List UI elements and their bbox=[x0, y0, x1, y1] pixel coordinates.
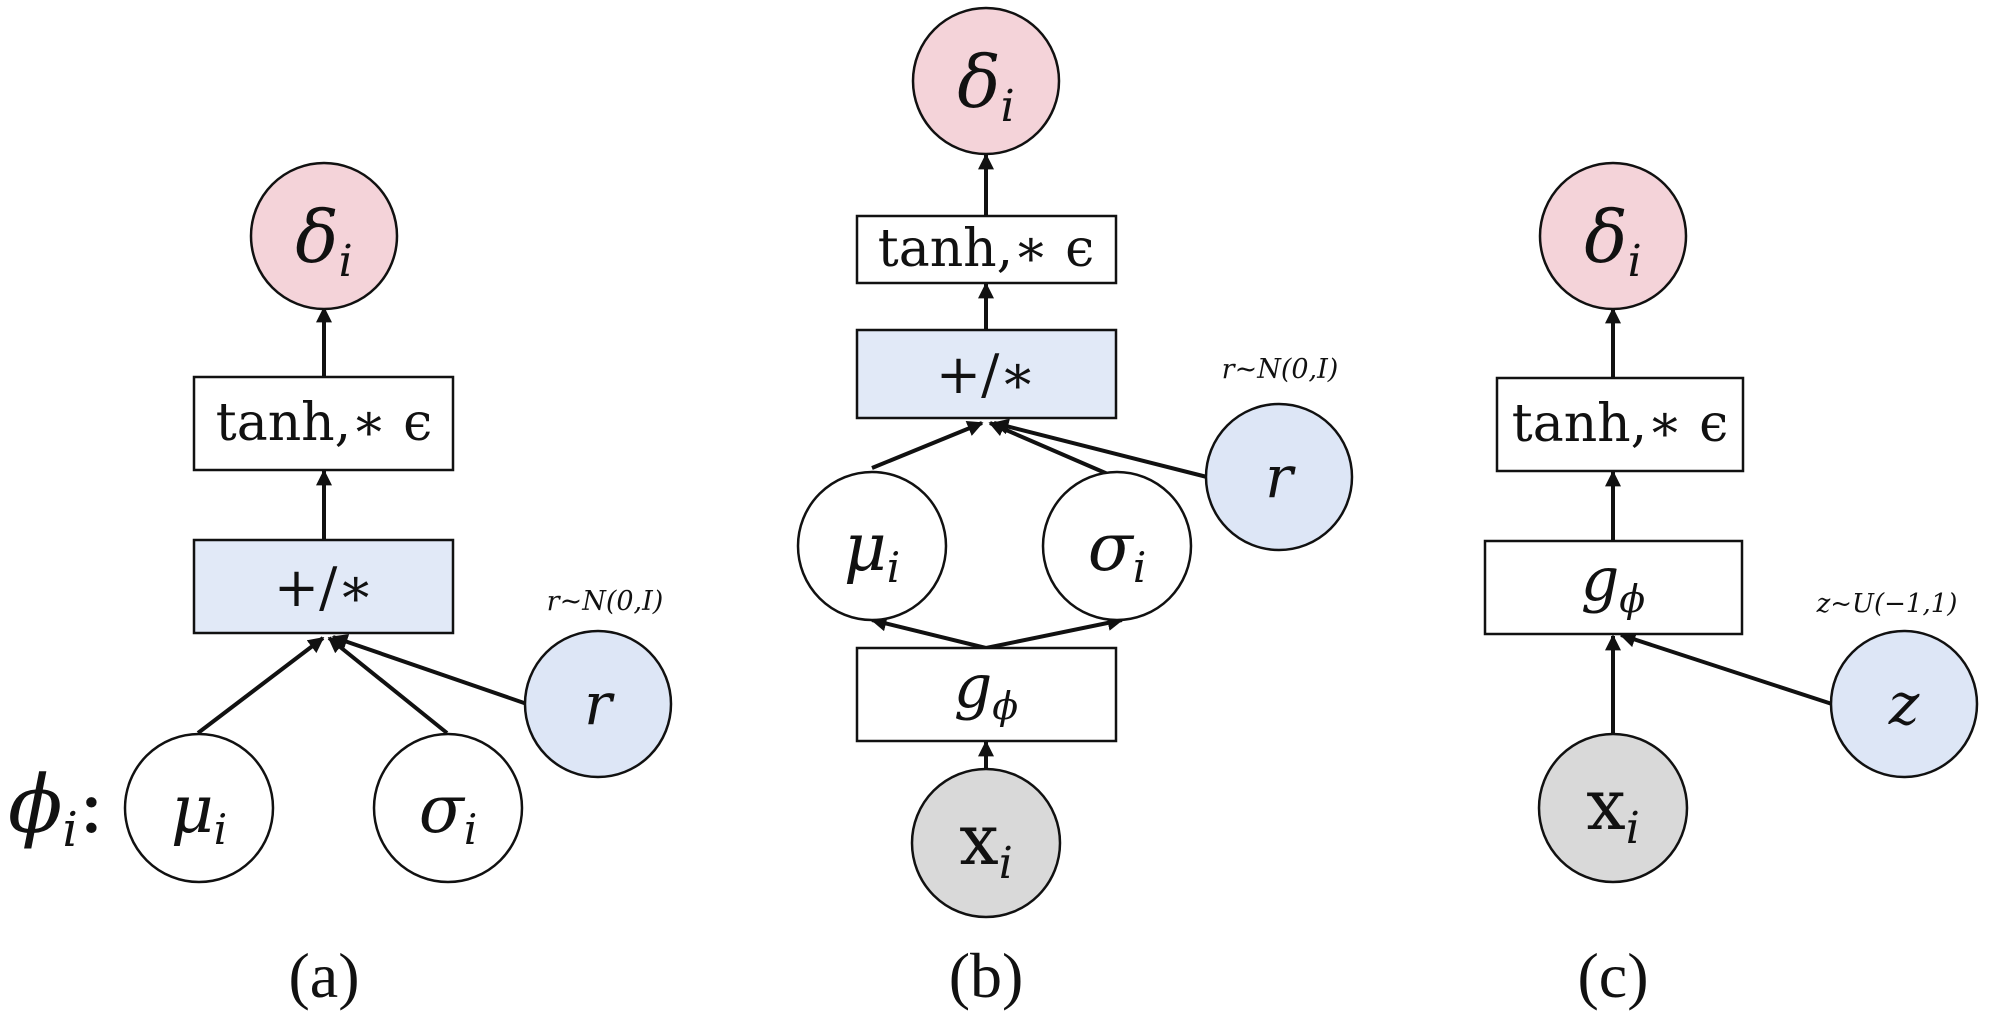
edge-g-to-sigma bbox=[985, 615, 1124, 650]
output-label-c: δi bbox=[1584, 195, 1641, 287]
tanh-box-b bbox=[855, 214, 1118, 285]
input-node-b bbox=[910, 767, 1062, 919]
combine-label-b: +/∗ bbox=[936, 343, 1036, 406]
g-box-c bbox=[1483, 539, 1744, 636]
tanh-box-a bbox=[192, 375, 455, 472]
output-label-a: δi bbox=[295, 195, 352, 287]
output-node-a bbox=[249, 161, 399, 311]
params-label-a: ϕi: bbox=[8, 758, 105, 858]
panel-c: δi tanh,∗ ϵ gϕ z~U(−1,1) z xi (c) bbox=[1483, 161, 1979, 1011]
input-node-c bbox=[1537, 732, 1689, 884]
edge-noise-to-g-c bbox=[1619, 631, 1833, 706]
noise-symbol-b: r bbox=[1265, 443, 1296, 511]
mu-label-a: μi bbox=[171, 771, 227, 854]
g-label-b: gϕ bbox=[954, 652, 1018, 728]
noise-label-a: r~N(0,I) bbox=[547, 586, 664, 617]
g-label-c: gϕ bbox=[1581, 545, 1645, 621]
combine-label-a: +/∗ bbox=[274, 556, 374, 619]
mu-node-a bbox=[123, 732, 275, 884]
mu-node-b bbox=[796, 470, 948, 622]
tanh-label-a: tanh,∗ ϵ bbox=[216, 393, 432, 453]
combine-box-b bbox=[855, 328, 1118, 420]
edge-mu-to-combine-b bbox=[871, 421, 984, 470]
sigma-label-a: σi bbox=[419, 771, 478, 854]
output-node-c bbox=[1538, 161, 1688, 311]
edge-noise-to-combine-b bbox=[992, 418, 1208, 479]
sigma-node-b bbox=[1041, 470, 1193, 622]
edge-g-to-mu bbox=[870, 615, 987, 650]
sigma-node-a bbox=[372, 732, 524, 884]
noise-node-b bbox=[1204, 402, 1354, 552]
input-label-c: xi bbox=[1586, 764, 1640, 854]
caption-a: (a) bbox=[288, 940, 359, 1011]
edge-sigma-to-combine-b bbox=[988, 421, 1118, 480]
output-node-b bbox=[911, 6, 1061, 156]
tanh-label-b: tanh,∗ ϵ bbox=[878, 219, 1094, 279]
tanh-label-c: tanh,∗ ϵ bbox=[1512, 394, 1728, 454]
edge-sigma-to-combine bbox=[327, 636, 449, 735]
noise-node-a bbox=[523, 629, 673, 779]
panel-a: δi tanh,∗ ϵ +/∗ r~N(0,I) r ϕi: μi σi (a) bbox=[8, 161, 673, 1011]
caption-b: (b) bbox=[949, 940, 1024, 1011]
caption-c: (c) bbox=[1577, 940, 1648, 1011]
tanh-box-c bbox=[1495, 376, 1745, 473]
edge-mu-to-combine bbox=[196, 636, 325, 735]
noise-symbol-a: r bbox=[584, 670, 615, 738]
noise-label-c: z~U(−1,1) bbox=[1816, 589, 1958, 619]
mu-label-b: μi bbox=[844, 509, 900, 592]
combine-box-a bbox=[192, 538, 455, 635]
noise-node-c bbox=[1829, 629, 1979, 779]
edge-noise-to-combine bbox=[331, 634, 528, 706]
sigma-label-b: σi bbox=[1088, 509, 1147, 592]
output-label-b: δi bbox=[957, 40, 1014, 132]
noise-symbol-c: z bbox=[1888, 670, 1920, 738]
input-label-b: xi bbox=[959, 799, 1013, 889]
g-box-b bbox=[855, 646, 1118, 743]
panel-b: δi tanh,∗ ϵ +/∗ r~N(0,I) r μi σi gϕ xi (… bbox=[796, 6, 1354, 1011]
noise-label-b: r~N(0,I) bbox=[1222, 354, 1339, 385]
